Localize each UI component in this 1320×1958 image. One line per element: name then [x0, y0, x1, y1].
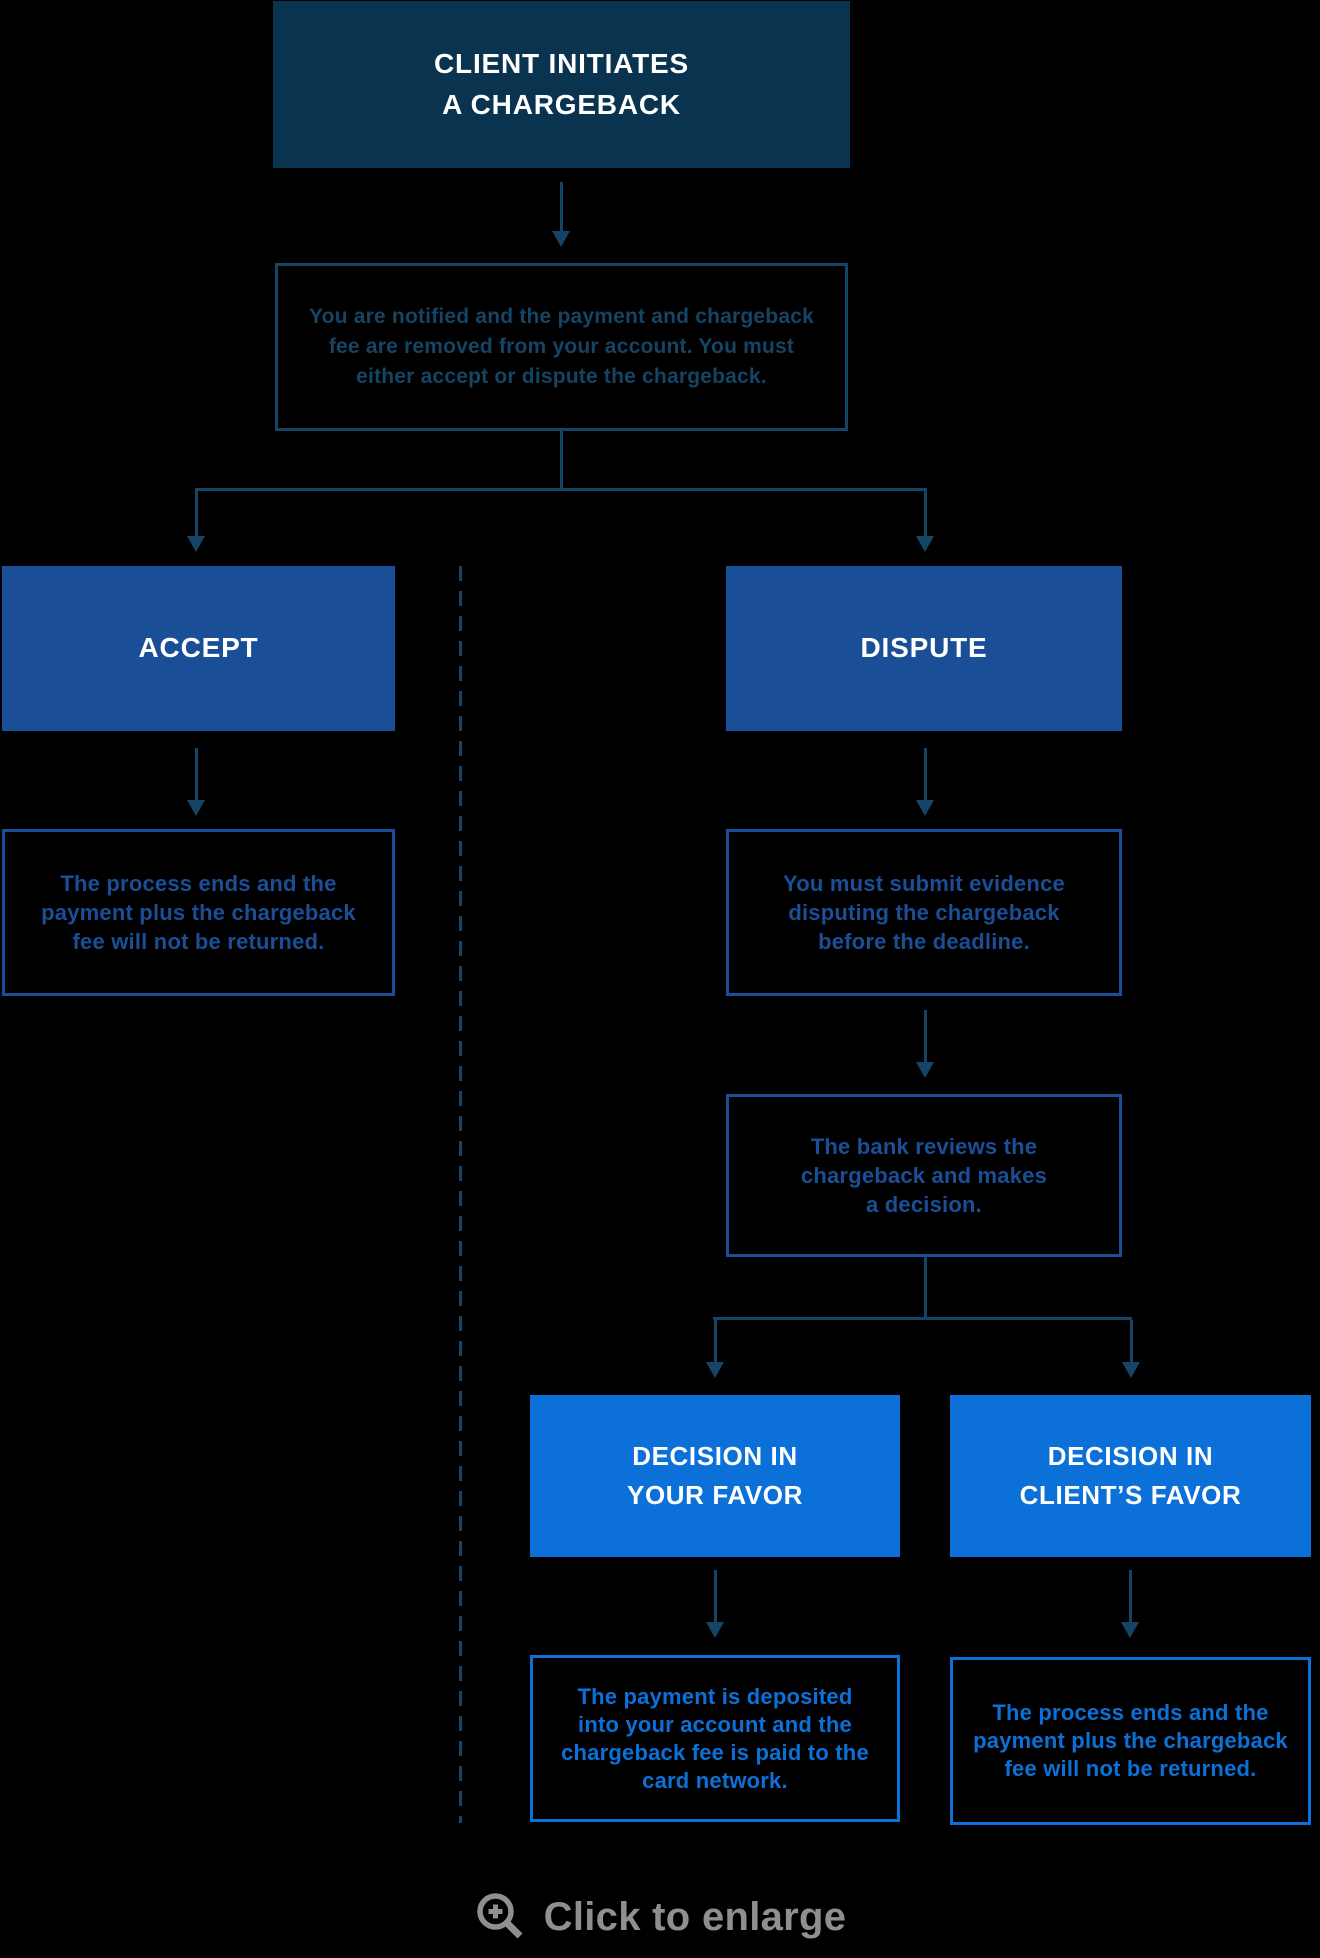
arrowhead-down-icon [552, 231, 570, 247]
arrow-stem [923, 491, 927, 537]
arrowhead-down-icon [1121, 1622, 1139, 1638]
magnifier-plus-icon [476, 1893, 523, 1939]
arrowhead-down-icon [706, 1362, 724, 1378]
arrow-start-to-notify [552, 182, 570, 247]
arrow-stem [923, 1010, 927, 1063]
arrowhead-down-icon [187, 536, 205, 552]
your-favor-outcome-node: The payment is deposited into your accou… [530, 1655, 900, 1822]
start-node-label: CLIENT INITIATES A CHARGEBACK [434, 47, 689, 120]
evidence-node-text: You must submit evidence disputing the c… [783, 871, 1065, 954]
arrow-your-favor-to-outcome [706, 1570, 724, 1638]
arrow-dispute-to-evidence [916, 748, 934, 816]
decision-your-favor-label: DECISION IN YOUR FAVOR [627, 1441, 803, 1510]
arrow-evidence-to-review [916, 1010, 934, 1078]
split2-horizontal-line [713, 1317, 1132, 1320]
accept-outcome-node: The process ends and the payment plus th… [2, 829, 395, 996]
evidence-node: You must submit evidence disputing the c… [726, 829, 1122, 996]
arrow-stem [713, 1570, 717, 1623]
bank-review-text: The bank reviews the chargeback and make… [800, 1134, 1048, 1217]
accept-node: ACCEPT [2, 566, 395, 731]
split2-stem-line [924, 1257, 927, 1317]
arrowhead-down-icon [187, 800, 205, 816]
arrowhead-down-icon [916, 1062, 934, 1078]
arrow-stem [1129, 1320, 1133, 1363]
arrowhead-down-icon [706, 1622, 724, 1638]
dispute-node: DISPUTE [726, 566, 1122, 731]
arrowhead-down-icon [1122, 1362, 1140, 1378]
start-node: CLIENT INITIATES A CHARGEBACK [273, 1, 850, 168]
accept-outcome-text: The process ends and the payment plus th… [41, 871, 356, 954]
arrowhead-down-icon [916, 800, 934, 816]
arrow-split1-to-dispute [916, 491, 934, 552]
arrow-stem [713, 1320, 717, 1363]
clients-favor-outcome-node: The process ends and the payment plus th… [950, 1657, 1311, 1825]
arrow-stem [194, 491, 198, 537]
arrow-split2-to-clients-favor [1122, 1320, 1140, 1378]
branch-divider-dashed-line [459, 566, 462, 1823]
arrow-stem [923, 748, 927, 801]
notify-node-text: You are notified and the payment and cha… [309, 305, 814, 388]
arrow-stem [1128, 1570, 1132, 1623]
your-favor-outcome-text: The payment is deposited into your accou… [561, 1683, 869, 1793]
dispute-node-label: DISPUTE [860, 632, 988, 664]
clients-favor-outcome-text: The process ends and the payment plus th… [973, 1700, 1288, 1781]
split1-stem-line [560, 431, 563, 488]
notify-node: You are notified and the payment and cha… [275, 263, 848, 431]
arrowhead-down-icon [916, 536, 934, 552]
bank-review-node: The bank reviews the chargeback and make… [726, 1094, 1122, 1257]
arrow-split1-to-accept [187, 491, 205, 552]
arrow-clients-favor-to-outcome [1121, 1570, 1139, 1638]
decision-your-favor-node: DECISION IN YOUR FAVOR [530, 1395, 900, 1557]
decision-clients-favor-node: DECISION IN CLIENT’S FAVOR [950, 1395, 1311, 1557]
arrow-accept-to-outcome [187, 748, 205, 816]
click-to-enlarge-label: Click to enlarge [543, 1894, 847, 1939]
accept-node-label: ACCEPT [138, 632, 259, 664]
decision-clients-favor-label: DECISION IN CLIENT’S FAVOR [1019, 1441, 1242, 1510]
arrow-stem [559, 182, 563, 232]
click-to-enlarge-button[interactable]: Click to enlarge [0, 1882, 1320, 1952]
arrow-split2-to-your-favor [706, 1320, 724, 1378]
arrow-stem [194, 748, 198, 801]
split1-horizontal-line [195, 488, 927, 491]
